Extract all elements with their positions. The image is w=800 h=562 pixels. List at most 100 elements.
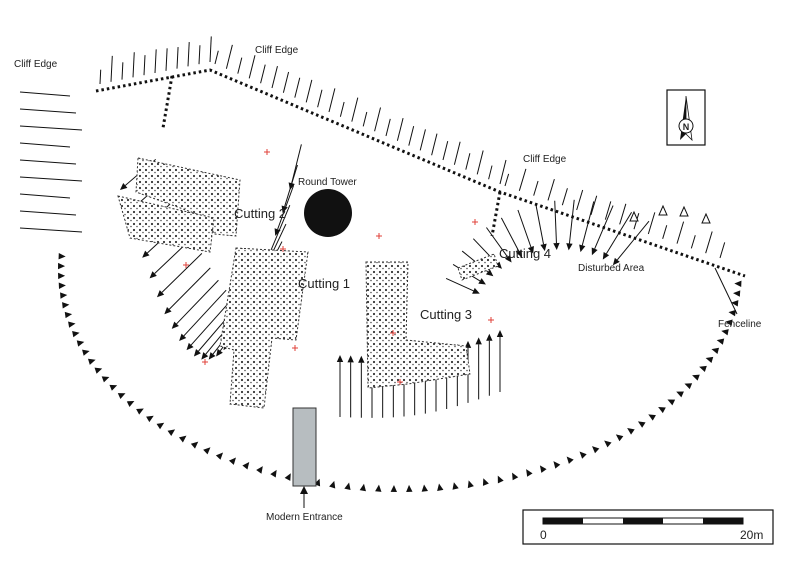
cliff-hachure bbox=[408, 125, 415, 146]
outer-bank-mark-head bbox=[615, 434, 624, 442]
inner-bank-mark-east-head bbox=[494, 261, 502, 269]
cliff-hachure-left bbox=[19, 210, 77, 216]
label-cutting-3: Cutting 3 bbox=[420, 307, 472, 322]
inner-bank-mark-head bbox=[274, 228, 281, 236]
survey-markers bbox=[183, 149, 494, 385]
north-arrow: N bbox=[666, 89, 706, 146]
inner-bank-mark-east-tail bbox=[500, 217, 520, 252]
outer-bank-mark-head bbox=[178, 435, 187, 443]
outer-bank-mark-head bbox=[676, 391, 684, 398]
inner-bank-mark-east-tail bbox=[486, 227, 508, 258]
outer-bank-mark-head bbox=[637, 421, 646, 428]
cliff-hachure bbox=[339, 101, 345, 117]
cliff-hachure-left bbox=[19, 142, 71, 148]
cliff-hachure-left bbox=[19, 91, 71, 97]
inner-bank-mark-tail bbox=[168, 267, 211, 310]
label-disturbed-area: Disturbed Area bbox=[578, 263, 645, 274]
outer-bank-mark-head bbox=[68, 321, 76, 328]
outer-bank-mark-head bbox=[117, 393, 126, 400]
inner-bank-mark-east-head bbox=[472, 287, 480, 294]
cliff-hachure bbox=[604, 201, 612, 220]
cliff-hachure-left bbox=[19, 193, 71, 199]
outer-bank-mark-head bbox=[667, 399, 676, 406]
cliff-hachure-left bbox=[19, 159, 77, 165]
outer-bank-mark-head bbox=[497, 475, 504, 484]
label-cutting-4: Cutting 4 bbox=[499, 246, 551, 261]
inner-bank-mark-south-head bbox=[486, 333, 493, 341]
outer-bank-mark-head bbox=[716, 338, 725, 345]
outer-bank-mark-head bbox=[658, 407, 666, 414]
outer-bank-mark-head bbox=[725, 319, 733, 326]
rock-outcrop-icon bbox=[658, 204, 668, 216]
cliff-hachure bbox=[476, 150, 484, 175]
outer-bank-mark-head bbox=[344, 482, 351, 491]
fenceline-leader bbox=[714, 267, 738, 315]
outer-bank-mark-head bbox=[734, 280, 742, 287]
outer-bank-mark-head bbox=[64, 311, 73, 319]
cliff-hachure bbox=[518, 168, 527, 191]
cliff-hachure bbox=[396, 117, 404, 141]
cliff-edge-spur-right bbox=[490, 191, 502, 237]
inner-bank-mark-head bbox=[208, 352, 216, 360]
outer-bank-mark-head bbox=[167, 429, 176, 437]
inner-bank-mark-head bbox=[179, 333, 187, 341]
outer-bank-mark-head bbox=[437, 483, 444, 491]
inner-bank-mark-tail bbox=[161, 253, 203, 293]
cliff-hachure bbox=[662, 225, 668, 239]
cliff-hachure bbox=[351, 97, 359, 122]
outer-bank-mark-head bbox=[58, 282, 66, 289]
scale-bar-frame bbox=[522, 509, 774, 545]
rock-outcrop-icon bbox=[701, 212, 711, 224]
outer-bank-mark-head bbox=[421, 484, 428, 492]
label-fenceline: Fenceline bbox=[718, 319, 762, 330]
cliff-hachure bbox=[619, 203, 627, 225]
outer-bank-mark-head bbox=[87, 358, 96, 365]
outer-bank-mark-head bbox=[203, 447, 211, 455]
outer-bank-mark-head bbox=[101, 376, 110, 383]
inner-bank-mark-south-head bbox=[347, 355, 354, 363]
inner-bank-mark-head bbox=[216, 348, 223, 357]
cliff-hachure bbox=[419, 129, 426, 151]
cliff-hachure bbox=[214, 50, 219, 65]
outer-bank-mark-head bbox=[733, 290, 741, 297]
outer-bank-mark-head bbox=[604, 440, 612, 448]
inner-bank-mark-head bbox=[281, 205, 288, 214]
scale-bar-segments bbox=[543, 518, 743, 524]
inner-bank-mark-tail bbox=[190, 297, 234, 346]
cliff-edge-boundary bbox=[95, 68, 746, 278]
cliff-hachure bbox=[385, 118, 391, 137]
cliff-hachure bbox=[504, 173, 510, 187]
outer-bank-mark-head bbox=[329, 480, 336, 489]
inner-bank-mark-east-tail bbox=[535, 204, 545, 245]
outer-bank-mark-head bbox=[60, 292, 68, 299]
cliff-hachure bbox=[225, 44, 233, 69]
inner-bank-mark-head bbox=[142, 250, 150, 258]
cliff-hachure bbox=[282, 71, 290, 93]
cliff-hachure bbox=[719, 242, 726, 259]
north-arrow-letter: N bbox=[683, 122, 690, 132]
inner-bank-mark-east-head bbox=[485, 269, 494, 277]
cliff-hachure bbox=[248, 55, 256, 79]
cutting-4-area bbox=[457, 253, 499, 281]
cliff-hachure bbox=[442, 140, 449, 161]
cliff-hachure bbox=[237, 57, 243, 74]
entrance-arrow-icon bbox=[300, 486, 308, 494]
north-arrow-badge bbox=[678, 118, 694, 134]
outer-bank-mark-head bbox=[592, 446, 600, 454]
cliff-hachure bbox=[676, 221, 685, 244]
cutting-2-area bbox=[135, 157, 241, 237]
scale-bar-start: 0 bbox=[540, 528, 547, 542]
cliff-hachure bbox=[647, 212, 656, 235]
cliff-hachure bbox=[143, 55, 146, 76]
cliff-hachure bbox=[209, 36, 212, 63]
inner-bank-mark-east-head bbox=[504, 255, 512, 263]
cliff-hachure bbox=[499, 159, 507, 185]
outer-bank-mark-head bbox=[390, 484, 397, 493]
cliff-hachure bbox=[561, 188, 568, 206]
cliff-hachure bbox=[198, 45, 201, 65]
inner-bank-mark-east-head bbox=[591, 247, 598, 256]
round-tower bbox=[304, 189, 352, 237]
cliff-hachure-left bbox=[19, 108, 77, 114]
label-round-tower: Round Tower bbox=[298, 177, 357, 188]
